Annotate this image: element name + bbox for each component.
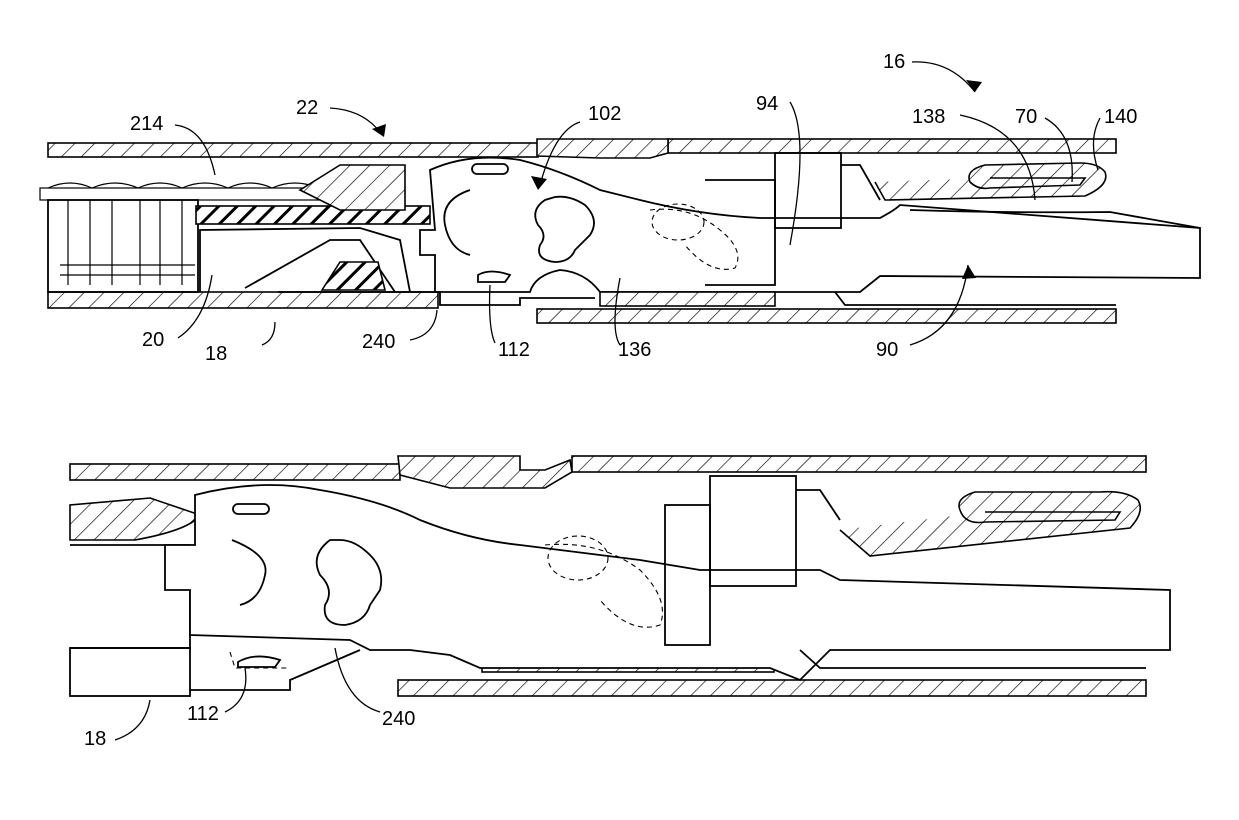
upper-right-frame xyxy=(835,292,1116,305)
upper-bottom-wall-right xyxy=(537,309,1116,323)
lower-right-frame xyxy=(800,650,1146,668)
upper-spring xyxy=(875,163,1106,200)
label-90: 90 xyxy=(876,339,898,361)
label-240-lower: 240 xyxy=(382,708,415,730)
label-22: 22 xyxy=(296,97,318,119)
label-240-upper: 240 xyxy=(362,331,395,353)
lower-bottom-wall-left xyxy=(70,648,190,696)
label-16: 16 xyxy=(883,51,905,73)
upper-body-step xyxy=(841,165,880,200)
label-102: 102 xyxy=(588,103,621,125)
upper-staple-crowns xyxy=(48,183,318,188)
label-94: 94 xyxy=(756,93,778,115)
lower-left-pad xyxy=(70,498,200,540)
label-70: 70 xyxy=(1015,106,1037,128)
upper-cartridge-drivers xyxy=(60,200,195,285)
lower-body-step xyxy=(796,490,840,520)
label-20: 20 xyxy=(142,329,164,351)
label-112-lower: 112 xyxy=(187,703,219,725)
label-140: 140 xyxy=(1104,106,1137,128)
upper-view xyxy=(40,139,1200,323)
lower-spring xyxy=(840,492,1140,556)
label-138: 138 xyxy=(912,106,945,128)
lower-top-wall-left xyxy=(70,464,400,480)
upper-rubber-block xyxy=(322,262,385,290)
upper-wedge xyxy=(300,165,405,210)
upper-top-wall-left xyxy=(48,143,538,157)
label-18-lower: 18 xyxy=(84,728,106,750)
lower-top-wall-right xyxy=(572,456,1146,472)
lower-top-wall-step xyxy=(398,456,572,488)
label-136: 136 xyxy=(618,339,651,361)
lower-dcm-pointer xyxy=(238,656,280,667)
label-18-upper: 18 xyxy=(205,343,227,365)
label-214: 214 xyxy=(130,113,163,135)
upper-square-block xyxy=(775,153,841,228)
upper-cartridge-body xyxy=(48,200,198,292)
upper-bottom-slide xyxy=(600,292,775,306)
upper-staple-row xyxy=(40,188,340,200)
upper-top-wall-step xyxy=(537,139,668,158)
upper-bottom-wall-left xyxy=(48,292,438,308)
label-112-upper: 112 xyxy=(498,339,530,361)
lower-view xyxy=(70,456,1170,696)
lower-bottom-tab xyxy=(190,650,360,690)
lower-bottom-wall xyxy=(398,680,1146,696)
upper-top-wall-right xyxy=(668,139,1116,153)
